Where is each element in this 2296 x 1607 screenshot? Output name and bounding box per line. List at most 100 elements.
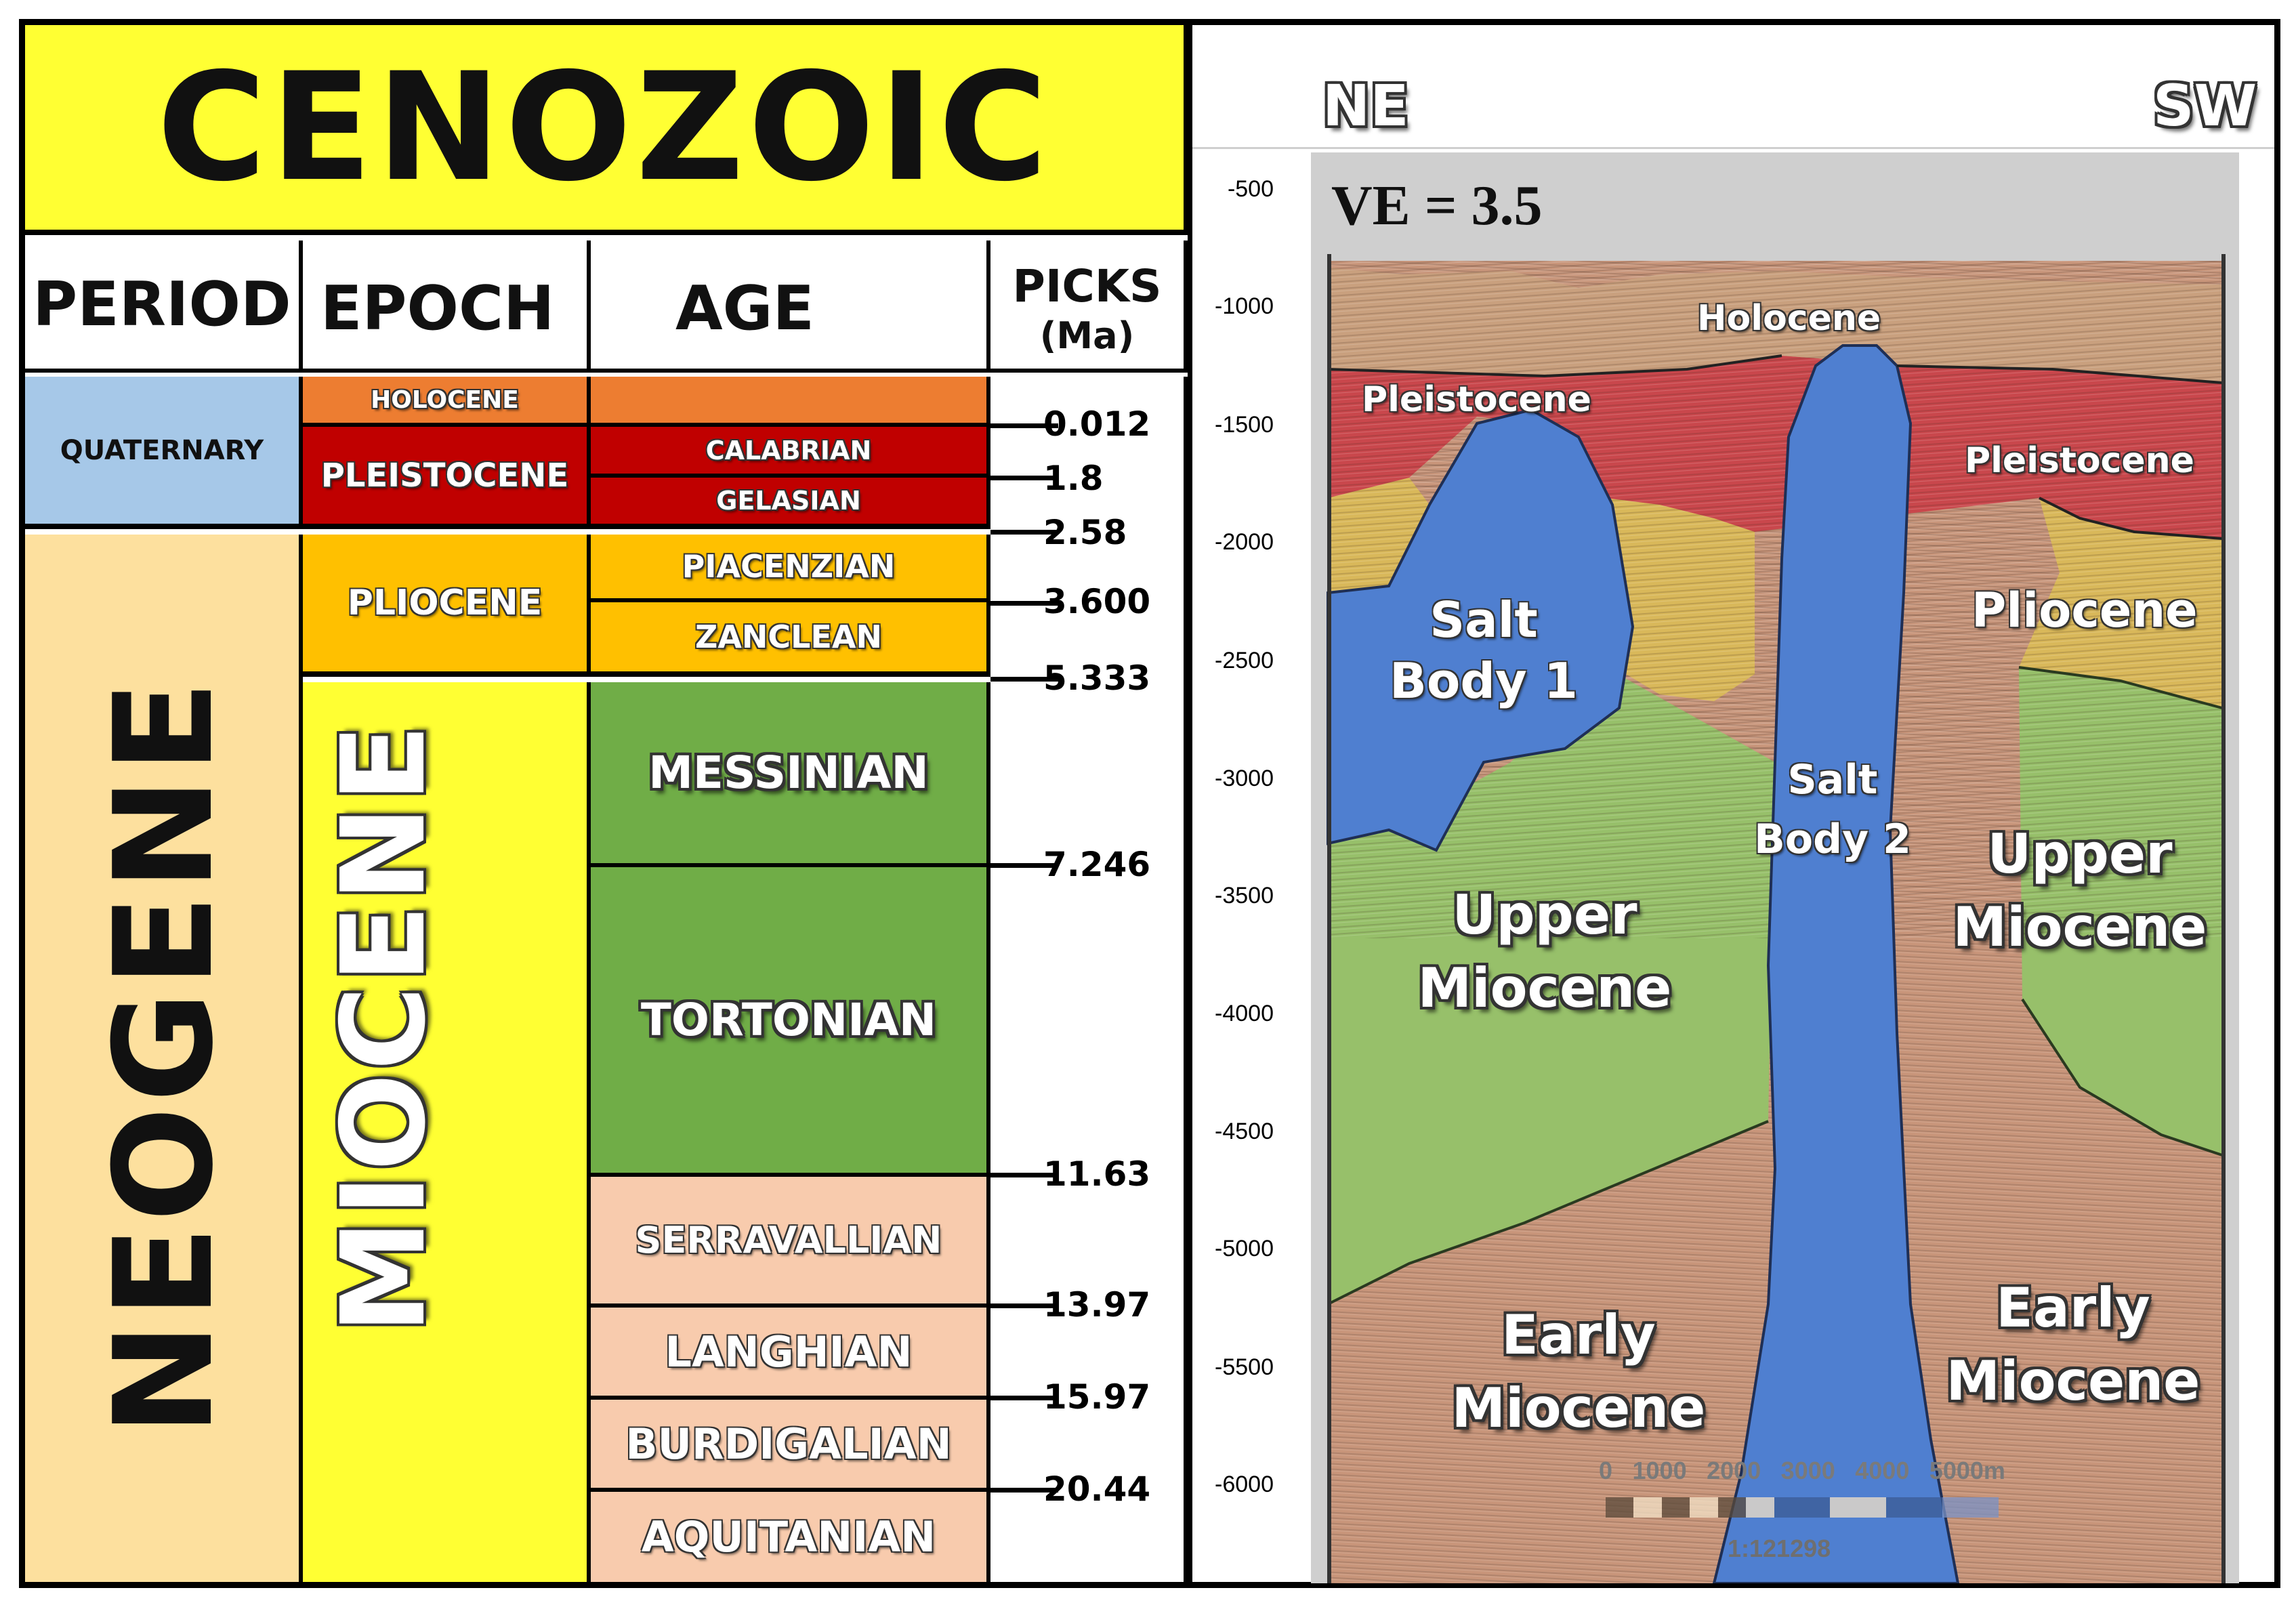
age-gelasian: GELASIAN [591, 478, 990, 529]
epoch-pliocene: PLIOCENE [303, 535, 591, 677]
early-miocene-left-2: Miocene [1451, 1377, 1706, 1440]
early-miocene-right-2: Miocene [1946, 1350, 2200, 1413]
horizon-top-right [1896, 364, 2223, 384]
section-label-upper-miocene-left: Upper Miocene [1409, 874, 1680, 1030]
period-neogene-label: NEOGENE [85, 676, 243, 1436]
scale-tick-1: 1000 [1632, 1457, 1687, 1484]
upper-miocene-right-1: Upper [1987, 822, 2173, 885]
chronostrat-chart: CENOZOIC PERIOD EPOCH AGE PICKS (Ma) QUA… [25, 25, 1188, 1582]
age-calabrian: CALABRIAN [591, 427, 990, 478]
pick-3-600: 3.600 [1043, 582, 1151, 621]
age-zanclean: ZANCLEAN [591, 602, 990, 677]
upper-miocene-left-1: Upper [1452, 883, 1637, 946]
epoch-pleistocene: PLEISTOCENE [303, 427, 591, 529]
pick-line-2 [990, 530, 1058, 535]
horizon-upper-miocene-base-left [1327, 1120, 1769, 1306]
section-label-early-miocene-left: Early Miocene [1443, 1294, 1714, 1450]
header-picks: PICKS (Ma) [990, 241, 1188, 373]
header-period: PERIOD [25, 241, 303, 373]
seismic-image [1311, 152, 2239, 1583]
scale-tick-0: 0 [1599, 1457, 1613, 1484]
scale-bar-graphic [1606, 1497, 1999, 1518]
age-langhian: LANGHIAN [591, 1308, 990, 1400]
age-piacenzian: PIACENZIAN [591, 535, 990, 602]
depth-tick: -2000 [1215, 529, 1274, 555]
pick-7-246: 7.246 [1043, 845, 1151, 884]
early-miocene-left-1: Early [1501, 1303, 1656, 1366]
section-label-pliocene: Pliocene [1971, 583, 2198, 638]
scale-bar: 0 1000 2000 3000 4000 5000m 1:121298 [1599, 1457, 2019, 1579]
scale-tick-4: 4000 [1855, 1457, 1910, 1484]
pick-line-0 [990, 423, 1058, 428]
chart-title: CENOZOIC [25, 25, 1188, 235]
picks-column [990, 377, 1188, 1582]
pick-line-3 [990, 601, 1058, 606]
section-top-rule [1192, 147, 2274, 149]
epoch-holocene: HOLOCENE [303, 377, 591, 427]
depth-tick: -3500 [1215, 883, 1274, 909]
label-ne: NE [1322, 72, 1409, 139]
salt-body-2 [1712, 344, 1960, 1583]
label-sw: SW [2153, 72, 2257, 139]
pick-2-58: 2.58 [1043, 513, 1127, 552]
pick-5-333: 5.333 [1043, 659, 1151, 698]
section-label-holocene: Holocene [1697, 298, 1881, 339]
section-label-salt-body-2: Salt Body 2 [1741, 749, 1924, 871]
salt1-line2: Body 1 [1390, 652, 1578, 709]
scale-tick-2: 2000 [1707, 1457, 1761, 1484]
header-epoch: EPOCH [303, 241, 591, 373]
depth-tick: -5000 [1215, 1236, 1274, 1261]
ve-label: VE = 3.5 [1331, 174, 1543, 237]
pick-line-7 [990, 1303, 1058, 1308]
depth-tick: -500 [1227, 176, 1274, 202]
pick-11-63: 11.63 [1043, 1154, 1151, 1194]
header-age: AGE [591, 241, 990, 373]
depth-tick: -4000 [1215, 1001, 1274, 1026]
age-messinian: MESSINIAN [591, 682, 990, 867]
scale-tick-5: 5000m [1929, 1457, 2005, 1484]
upper-miocene-left-2: Miocene [1417, 957, 1672, 1020]
depth-tick: -4500 [1215, 1119, 1274, 1144]
early-miocene-right-1: Early [1996, 1276, 2150, 1339]
age-tortonian: TORTONIAN [591, 867, 990, 1177]
outer-frame [19, 19, 2280, 1588]
scale-tick-3: 3000 [1780, 1457, 1835, 1484]
age-burdigalian: BURDIGALIAN [591, 1400, 990, 1492]
header-picks-line1: PICKS [1012, 260, 1162, 312]
pick-13-97: 13.97 [1043, 1285, 1151, 1324]
epoch-miocene-label: MIOCENE [317, 721, 451, 1335]
pick-20-44: 20.44 [1043, 1469, 1151, 1509]
section-label-salt-body-1: Salt Body 1 [1382, 589, 1585, 711]
depth-tick: -2500 [1215, 648, 1274, 673]
depth-tick: -1000 [1215, 293, 1274, 319]
section-label-pleistocene-right: Pleistocene [1965, 440, 2194, 481]
period-neogene: NEOGENE [25, 535, 303, 1582]
salt1-line1: Salt [1429, 591, 1538, 648]
pick-line-9 [990, 1488, 1058, 1493]
age-aquitanian: AQUITANIAN [591, 1492, 990, 1582]
pick-1-8: 1.8 [1043, 459, 1104, 498]
scale-ratio: 1:121298 [1728, 1535, 1831, 1562]
section-label-pleistocene-left: Pleistocene [1362, 379, 1591, 420]
pick-line-4 [990, 677, 1058, 682]
horizon-top [1327, 354, 1782, 378]
header-picks-line2: (Ma) [1039, 314, 1135, 357]
epoch-miocene: MIOCENE [303, 682, 591, 1582]
pick-0012: 0.012 [1043, 404, 1151, 444]
horizon-pliocene-base-right [2018, 666, 2223, 709]
salt2-line1: Salt [1787, 756, 1878, 804]
salt2-line2: Body 2 [1754, 816, 1911, 863]
depth-tick: -3000 [1215, 766, 1274, 791]
horizon-upper-miocene-base-right [2021, 998, 2223, 1156]
pick-line-8 [990, 1396, 1058, 1400]
period-quaternary: QUATERNARY [25, 377, 303, 529]
salt-body-1 [1327, 408, 1635, 852]
panel-divider [1188, 25, 1192, 1582]
depth-axis: -500 -1000 -1500 -2000 -2500 -3000 -3500… [1192, 149, 1314, 1585]
pick-line-1 [990, 476, 1058, 480]
depth-tick: -6000 [1215, 1472, 1274, 1497]
upper-miocene-right-2: Miocene [1953, 896, 2207, 959]
age-holocene-blank [591, 377, 990, 427]
depth-tick: -5500 [1215, 1354, 1274, 1380]
